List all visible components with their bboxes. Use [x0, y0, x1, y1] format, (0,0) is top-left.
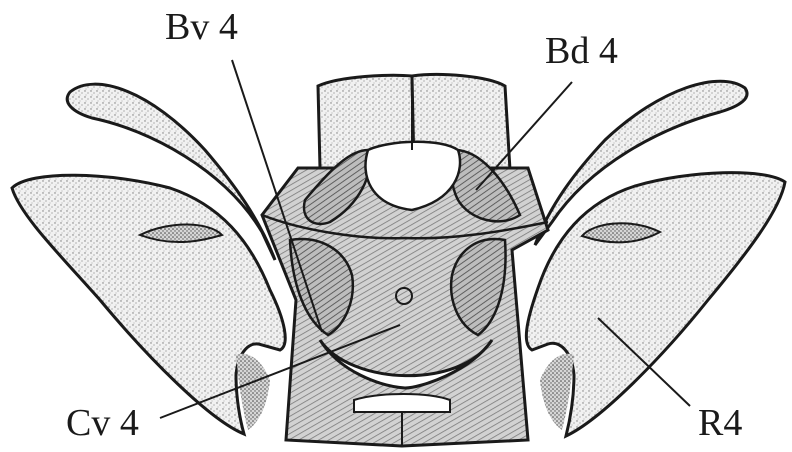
label-bv: Bv 4 [165, 8, 238, 46]
label-r4: R4 [698, 404, 742, 442]
lower-gap [354, 394, 450, 412]
label-bd: Bd 4 [545, 32, 618, 70]
label-cv: Cv 4 [66, 404, 139, 442]
